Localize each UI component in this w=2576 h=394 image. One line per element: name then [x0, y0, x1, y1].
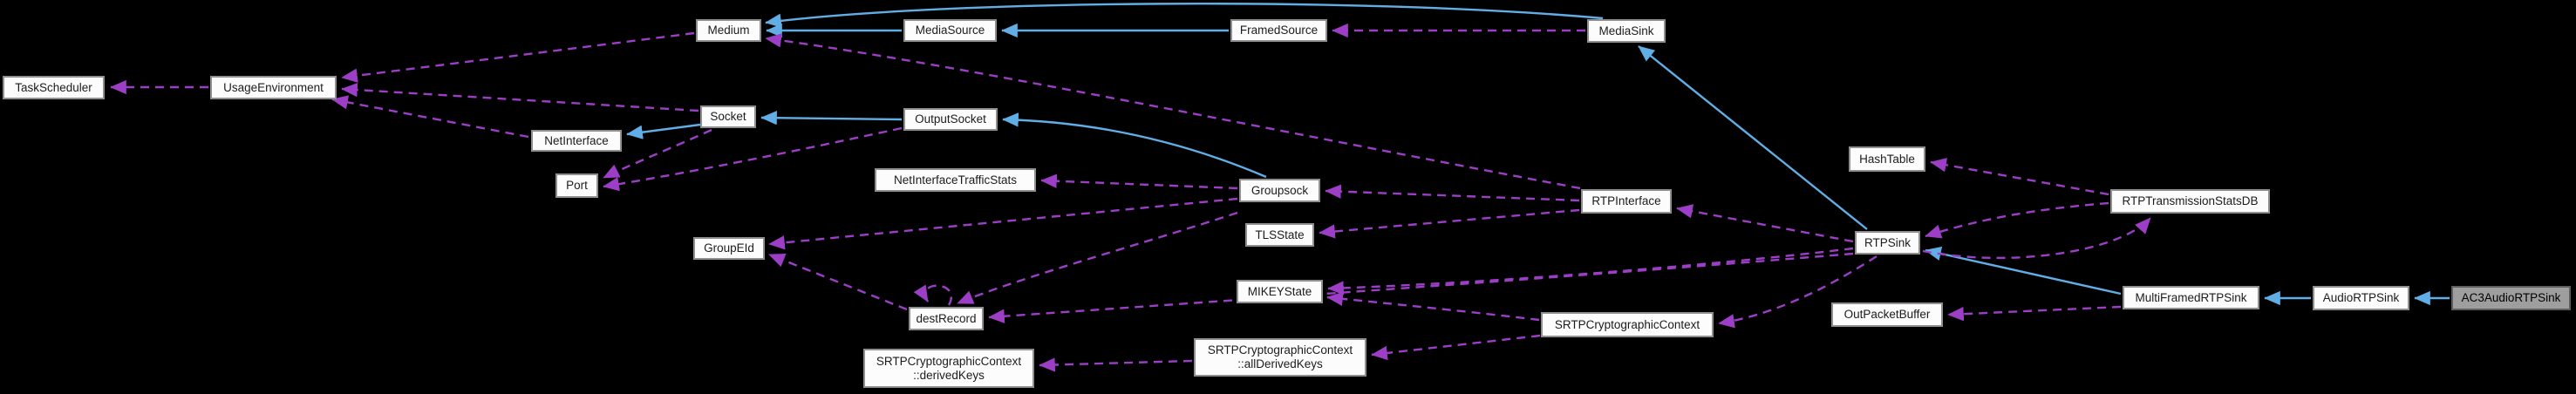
class-node-groupsock[interactable]: Groupsock	[1239, 179, 1320, 202]
edge-socket-to-port	[603, 128, 712, 180]
class-node-rtpinterface[interactable]: RTPInterface	[1581, 189, 1672, 214]
class-node-socket[interactable]: Socket	[700, 105, 756, 128]
edge-mediasink-to-medium	[765, 3, 1604, 28]
class-node-outputsocket[interactable]: OutputSocket	[903, 108, 998, 131]
edge-rtpinterface-to-groupsock	[1325, 184, 1580, 202]
class-node-medium[interactable]: Medium	[696, 19, 761, 42]
class-node-mediasource[interactable]: MediaSource	[903, 19, 997, 42]
edge-rtpsink-to-mikeystate	[1327, 247, 1854, 296]
edge-socket-to-usageenvironment	[341, 82, 699, 112]
edge-medium-to-usageenvironment	[341, 31, 695, 83]
edge-rtptransmissionstatsdb-to-rtpsink	[1925, 201, 2109, 239]
class-node-groupeid[interactable]: GroupEId	[693, 237, 765, 260]
class-node-multiframedrtpsink[interactable]: MultiFramedRTPSink	[2123, 286, 2259, 309]
edge-groupsock-to-groupeid	[768, 197, 1238, 250]
class-node-audiortpsink[interactable]: AudioRTPSink	[2313, 286, 2409, 310]
edge-multiframedrtpsink-to-rtpsink	[1925, 246, 2122, 296]
class-node-srtpcryptographiccontext-allderivedkeys[interactable]: SRTPCryptographicContext ::allDerivedKey…	[1194, 338, 1366, 377]
class-node-ac3audiortpsink: AC3AudioRTPSink	[2451, 286, 2571, 310]
class-node-srtpcryptographiccontext-derivedkeys[interactable]: SRTPCryptographicContext ::derivedKeys	[863, 349, 1034, 388]
edge-rtpsink-to-mediasink	[1638, 45, 1868, 230]
class-node-tlsstate[interactable]: TLSState	[1245, 223, 1314, 247]
class-node-rtpsink[interactable]: RTPSink	[1855, 231, 1920, 255]
edge-groupsock-to-outputsocket	[1002, 112, 1267, 179]
edge-srtpcryptographiccontext-to-mikeystate	[1326, 291, 1540, 322]
edge-rtpsink-to-rtpinterface	[1676, 204, 1854, 243]
class-node-framedsource[interactable]: FramedSource	[1230, 19, 1327, 42]
edge-outputsocket-to-port	[603, 126, 903, 192]
edge-outputsocket-to-socket	[760, 111, 903, 126]
class-node-srtpcryptographiccontext[interactable]: SRTPCryptographicContext	[1541, 312, 1714, 337]
edge-multiframedrtpsink-to-outpacketbuffer	[1947, 305, 2122, 322]
class-node-taskscheduler[interactable]: TaskScheduler	[3, 76, 105, 99]
class-node-port[interactable]: Port	[555, 173, 598, 198]
edge-rtpsink-to-srtpcryptographiccontext	[1718, 255, 1877, 329]
class-node-rtptransmissionstatsdb[interactable]: RTPTransmissionStatsDB	[2110, 189, 2270, 214]
class-node-netinterfacetrafficstats[interactable]: NetInterfaceTrafficStats	[875, 168, 1036, 192]
edge-rtptransmissionstatsdb-to-hashtable	[1930, 158, 2109, 196]
edge-netinterface-to-usageenvironment	[331, 95, 529, 139]
edge-rtpsink-to-rtptransmissionstatsdb	[1922, 217, 2151, 260]
class-node-hashtable[interactable]: HashTable	[1849, 146, 1925, 172]
edge-rtpsink-to-destrecord	[988, 252, 1854, 323]
class-node-mikeystate[interactable]: MIKEYState	[1237, 280, 1323, 303]
edge-groupsock-to-netinterfacetrafficstats	[1040, 173, 1238, 190]
edge-srtpcryptographiccontext-to-srtpcryptographiccontext-allderivedkeys	[1371, 334, 1541, 361]
class-node-netinterface[interactable]: NetInterface	[531, 130, 622, 152]
class-node-mediasink[interactable]: MediaSink	[1587, 19, 1666, 43]
edge-srtpcryptographiccontext-allderivedkeys-to-srtpcryptographiccontext-derivedkeys	[1039, 357, 1193, 372]
edge-socket-to-netinterface	[626, 123, 701, 139]
edge-rtpinterface-to-medium	[765, 33, 1581, 190]
edge-rtpinterface-to-tlsstate	[1319, 208, 1580, 239]
edge-groupsock-to-destrecord	[957, 211, 1238, 305]
class-node-destrecord[interactable]: destRecord	[909, 307, 984, 330]
class-node-outpacketbuffer[interactable]: OutPacketBuffer	[1831, 302, 1943, 327]
edge-destrecord-to-groupeid	[768, 253, 908, 311]
edge-destrecord-to-destrecord	[913, 284, 952, 306]
class-node-usageenvironment[interactable]: UsageEnvironment	[210, 76, 337, 99]
